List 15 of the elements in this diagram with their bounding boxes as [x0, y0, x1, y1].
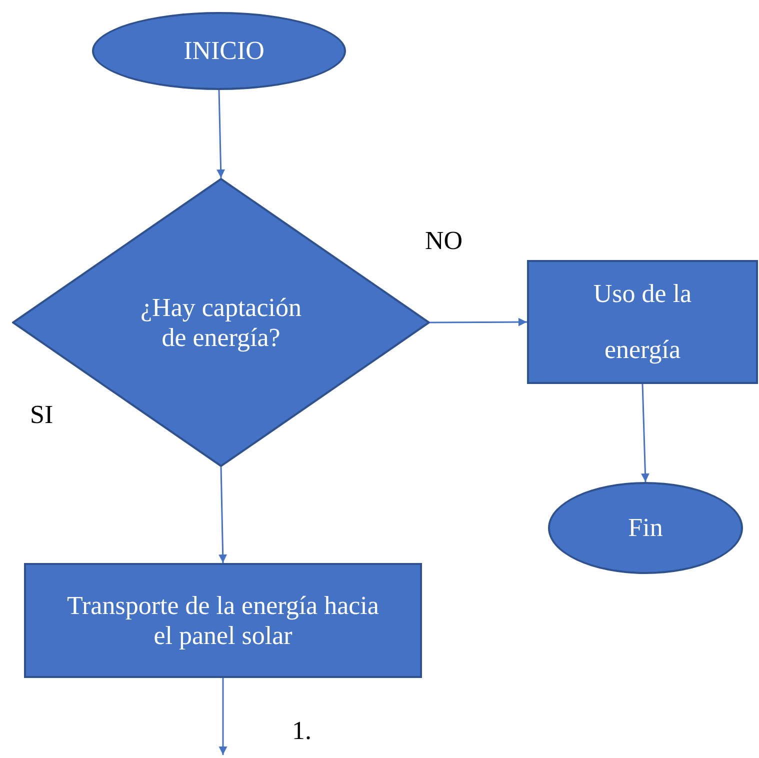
branch-label: SI [30, 400, 54, 430]
branch-label: NO [425, 226, 463, 256]
node-text: Transporte de la energía hacia el panel solar [66, 590, 380, 650]
node-text: ¿Hay captación de energía? [140, 292, 302, 352]
process-box [24, 563, 422, 678]
node-text: Uso de la energía [592, 278, 693, 366]
process-box [527, 260, 758, 384]
arrow [218, 466, 227, 564]
arrow [216, 90, 225, 178]
node-text: Fin [628, 513, 663, 543]
arrow [641, 384, 650, 482]
node-text: INICIO [184, 36, 264, 66]
arrow [430, 318, 527, 326]
branch-label: 1. [292, 716, 312, 746]
arrow [218, 678, 228, 755]
